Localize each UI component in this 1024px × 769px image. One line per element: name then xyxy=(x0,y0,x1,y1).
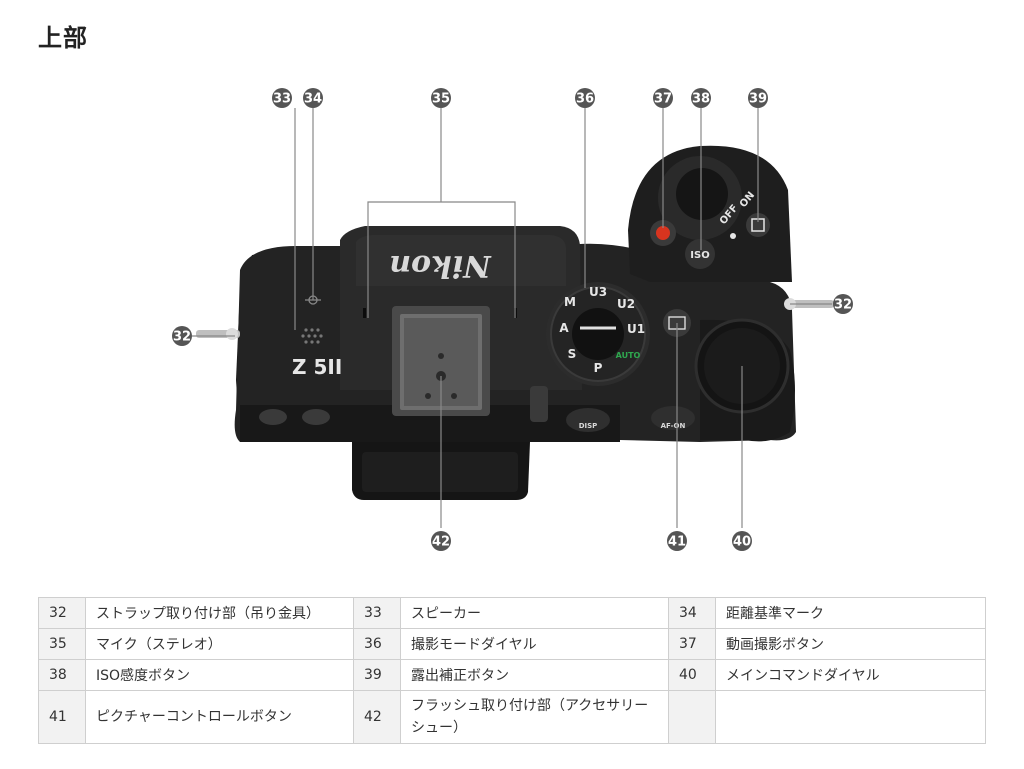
dial-label-s: S xyxy=(568,347,577,361)
camera-top-illustration: Nikon Z 5II xyxy=(172,88,853,551)
brand-logo: Nikon xyxy=(389,248,491,283)
svg-text:42: 42 xyxy=(432,535,450,550)
svg-text:40: 40 xyxy=(733,535,751,550)
svg-text:32: 32 xyxy=(834,298,852,313)
legend-label: 距離基準マーク xyxy=(715,597,986,629)
legend-number: 41 xyxy=(38,690,86,744)
legend-label: フラッシュ取り付け部（アクセサリーシュー） xyxy=(400,690,669,744)
dial-label-u1: U1 xyxy=(627,322,645,336)
callout-32-left: 32 xyxy=(172,326,192,346)
callout-35: 35 xyxy=(431,88,451,108)
svg-text:36: 36 xyxy=(576,92,594,107)
legend-number: 35 xyxy=(38,628,86,660)
legend-number xyxy=(668,690,716,744)
dial-label-m: M xyxy=(564,295,576,309)
disp-button-label: DISP xyxy=(579,422,598,430)
legend-number: 39 xyxy=(353,659,401,691)
leader-lines xyxy=(192,108,832,528)
legend-label: 動画撮影ボタン xyxy=(715,628,986,660)
afon-button-label: AF-ON xyxy=(661,422,686,430)
legend-label: スピーカー xyxy=(400,597,669,629)
callout-34: 34 xyxy=(303,88,323,108)
callout-32-right: 32 xyxy=(833,294,853,314)
legend-number: 34 xyxy=(668,597,716,629)
callout-40: 40 xyxy=(732,531,752,551)
svg-text:37: 37 xyxy=(654,92,672,107)
svg-text:33: 33 xyxy=(273,92,291,107)
legend-row: 38 ISO感度ボタン 39 露出補正ボタン 40 メインコマンドダイヤル xyxy=(38,659,986,691)
legend-label: マイク（ステレオ） xyxy=(85,628,354,660)
legend-number: 42 xyxy=(353,690,401,744)
camera-top-figure: Nikon Z 5II xyxy=(0,60,1024,580)
svg-text:32: 32 xyxy=(173,330,191,345)
svg-text:35: 35 xyxy=(432,92,450,107)
legend-row: 35 マイク（ステレオ） 36 撮影モードダイヤル 37 動画撮影ボタン xyxy=(38,628,986,660)
legend-number: 36 xyxy=(353,628,401,660)
dial-label-a: A xyxy=(559,321,569,335)
callout-41: 41 xyxy=(667,531,687,551)
callout-39: 39 xyxy=(748,88,768,108)
callout-33: 33 xyxy=(272,88,292,108)
legend-row: 32 ストラップ取り付け部（吊り金具） 33 スピーカー 34 距離基準マーク xyxy=(38,597,986,629)
legend-number: 40 xyxy=(668,659,716,691)
camera-body: Nikon Z 5II xyxy=(196,145,834,500)
callout-38: 38 xyxy=(691,88,711,108)
section-title: 上部 xyxy=(38,24,88,52)
legend-label: ISO感度ボタン xyxy=(85,659,354,691)
dial-label-u3: U3 xyxy=(589,285,607,299)
model-label: Z 5II xyxy=(292,355,342,379)
callout-37: 37 xyxy=(653,88,673,108)
legend-number: 37 xyxy=(668,628,716,660)
legend-label: 露出補正ボタン xyxy=(400,659,669,691)
svg-text:41: 41 xyxy=(668,535,686,550)
legend-number: 32 xyxy=(38,597,86,629)
iso-button-label: ISO xyxy=(690,250,709,261)
legend-label: ピクチャーコントロールボタン xyxy=(85,690,354,744)
legend-row: 41 ピクチャーコントロールボタン 42 フラッシュ取り付け部（アクセサリーシュ… xyxy=(38,690,986,744)
legend-number: 33 xyxy=(353,597,401,629)
dial-label-u2: U2 xyxy=(617,297,635,311)
legend-label: 撮影モードダイヤル xyxy=(400,628,669,660)
dial-label-auto: AUTO xyxy=(616,351,641,360)
parts-legend-table: 32 ストラップ取り付け部（吊り金具） 33 スピーカー 34 距離基準マーク … xyxy=(38,597,986,744)
svg-text:34: 34 xyxy=(304,92,322,107)
svg-text:39: 39 xyxy=(749,92,767,107)
dial-label-p: P xyxy=(594,361,603,375)
callout-36: 36 xyxy=(575,88,595,108)
legend-label: メインコマンドダイヤル xyxy=(715,659,986,691)
svg-text:38: 38 xyxy=(692,92,710,107)
legend-number: 38 xyxy=(38,659,86,691)
legend-label xyxy=(715,690,986,744)
legend-label: ストラップ取り付け部（吊り金具） xyxy=(85,597,354,629)
callout-42: 42 xyxy=(431,531,451,551)
